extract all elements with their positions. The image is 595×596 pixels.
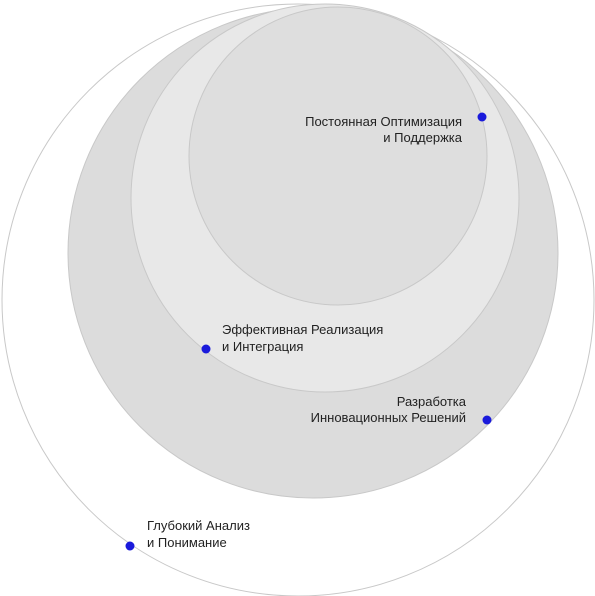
label-level-3-line1: Эффективная Реализация [222, 322, 383, 337]
label-level-3-line2: и Интеграция [222, 339, 303, 354]
label-level-2-line1: Разработка [397, 394, 467, 409]
marker-level-4 [477, 112, 487, 122]
label-level-1-line1: Глубокий Анализ [147, 518, 250, 533]
label-level-2-line2: Инновационных Решений [311, 410, 466, 425]
marker-level-2 [482, 415, 492, 425]
marker-level-1 [125, 541, 135, 551]
label-level-4-line2: и Поддержка [383, 130, 462, 145]
circle-level-4 [188, 6, 488, 306]
label-level-4-line1: Постоянная Оптимизация [305, 114, 462, 129]
marker-level-3 [201, 344, 211, 354]
label-level-1-line2: и Понимание [147, 535, 227, 550]
